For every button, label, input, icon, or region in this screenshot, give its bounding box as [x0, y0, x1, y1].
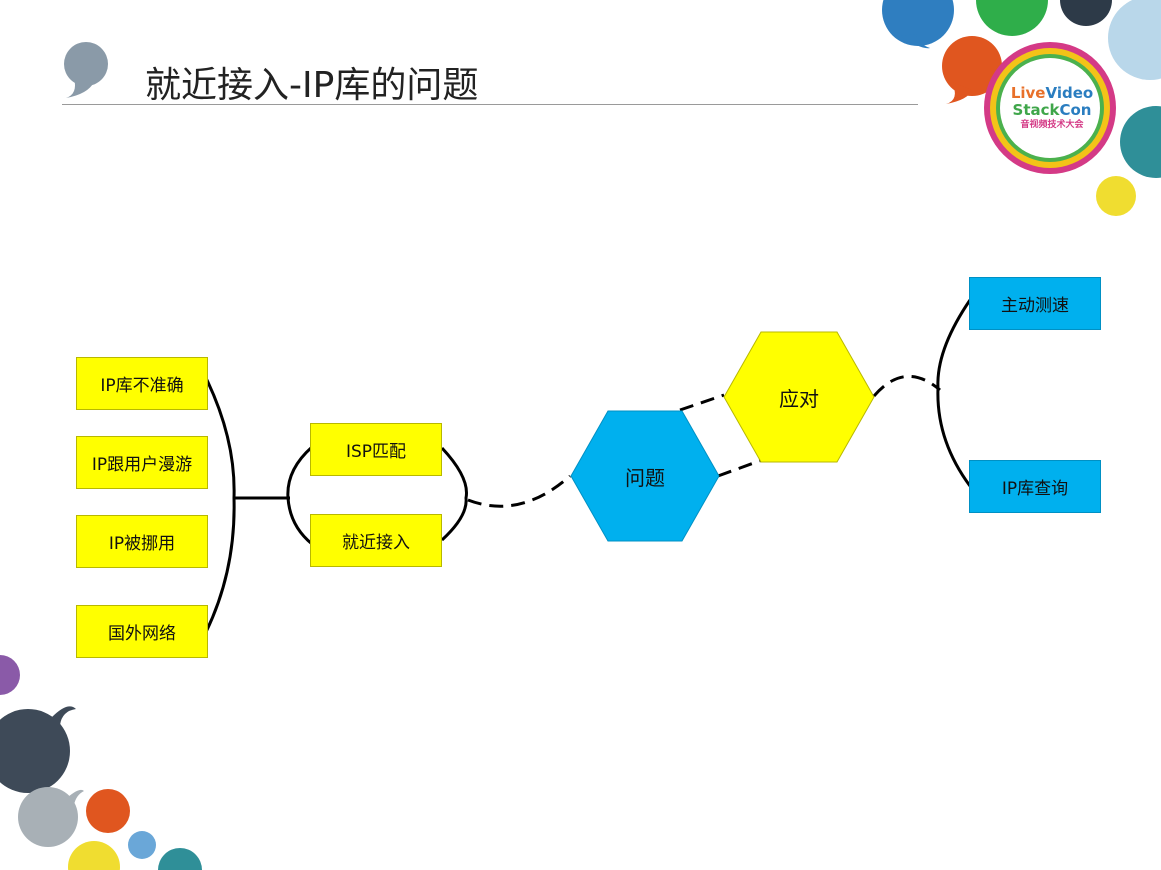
response-label: 应对: [779, 386, 819, 411]
node-nearby-access: 就近接入: [310, 514, 442, 567]
top-right-bubbles: [882, 0, 1161, 216]
title-divider: [62, 104, 918, 105]
page-title: 就近接入-IP库的问题: [145, 65, 479, 106]
node-isp-match: ISP匹配: [310, 423, 442, 476]
bottom-left-bubbles: [0, 655, 202, 870]
problem-label: 问题: [625, 465, 665, 490]
problem-hexagon: [570, 410, 720, 542]
title-bubble-icon: [64, 42, 108, 98]
response-hexagon: [723, 331, 875, 463]
node-foreign-network: 国外网络: [76, 605, 208, 658]
node-active-speedtest: 主动测速: [969, 277, 1101, 330]
node-ip-lookup: IP库查询: [969, 460, 1101, 513]
node-ip-misused: IP被挪用: [76, 515, 208, 568]
logo-line-1: LiveVideo: [1010, 84, 1094, 102]
logo-line-2: StackCon: [1012, 101, 1092, 119]
node-ip-inaccurate: IP库不准确: [76, 357, 208, 410]
node-ip-roaming: IP跟用户漫游: [76, 436, 208, 489]
logo-line-3: 音视频技术大会: [1020, 120, 1084, 130]
